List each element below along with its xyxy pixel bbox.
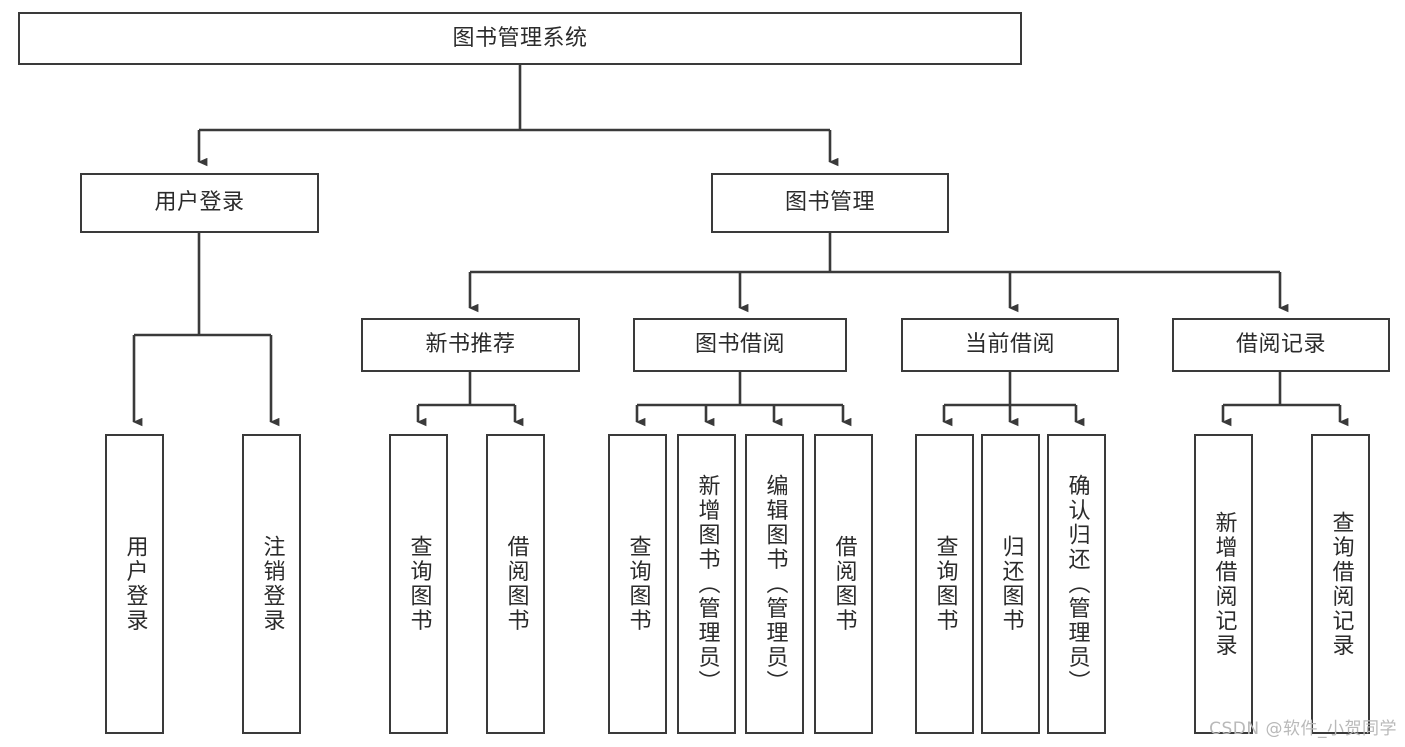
node-label: 用户登录	[154, 190, 245, 216]
leaf-borrow-record-add-record[interactable]: 新增借阅记录	[1194, 434, 1253, 734]
node-user-login[interactable]: 用户登录	[80, 173, 319, 233]
node-label: 借阅图书	[503, 535, 529, 633]
leaf-current-borrow-query-book[interactable]: 查询图书	[915, 434, 974, 734]
node-label: 用户登录	[122, 535, 148, 633]
node-book-borrow[interactable]: 图书借阅	[633, 318, 847, 372]
node-label: 新增图书（管理员）	[694, 473, 720, 695]
csdn-watermark: CSDN @软件_小贺同学	[1209, 719, 1397, 739]
node-label: 查询图书	[625, 535, 651, 633]
leaf-new-book-query-book[interactable]: 查询图书	[389, 434, 448, 734]
leaf-book-borrow-query-book[interactable]: 查询图书	[608, 434, 667, 734]
node-borrow-record[interactable]: 借阅记录	[1172, 318, 1390, 372]
node-root-book-management-system[interactable]: 图书管理系统	[18, 12, 1022, 65]
leaf-book-borrow-borrow-book[interactable]: 借阅图书	[814, 434, 873, 734]
node-label: 图书管理系统	[452, 25, 588, 51]
leaf-borrow-record-query-record[interactable]: 查询借阅记录	[1311, 434, 1370, 734]
leaf-current-borrow-return-book[interactable]: 归还图书	[981, 434, 1040, 734]
leaf-new-book-borrow-book[interactable]: 借阅图书	[486, 434, 545, 734]
node-label: 编辑图书（管理员）	[762, 473, 788, 695]
node-label: 确认归还（管理员）	[1064, 473, 1090, 695]
node-label: 图书管理	[784, 190, 875, 216]
node-label: 查询图书	[932, 535, 958, 633]
node-new-book-recommend[interactable]: 新书推荐	[361, 318, 580, 372]
node-label: 借阅图书	[831, 535, 857, 633]
leaf-current-borrow-confirm-return-admin[interactable]: 确认归还（管理员）	[1047, 434, 1106, 734]
node-label: 借阅记录	[1235, 332, 1326, 358]
node-label: 查询图书	[406, 535, 432, 633]
node-current-borrow[interactable]: 当前借阅	[901, 318, 1119, 372]
leaf-user-login-signout[interactable]: 注销登录	[242, 434, 301, 734]
leaf-book-borrow-edit-book-admin[interactable]: 编辑图书（管理员）	[745, 434, 804, 734]
node-book-management[interactable]: 图书管理	[711, 173, 949, 233]
node-label: 查询借阅记录	[1328, 510, 1354, 658]
leaf-book-borrow-add-book-admin[interactable]: 新增图书（管理员）	[677, 434, 736, 734]
node-label: 图书借阅	[694, 332, 785, 358]
node-label: 注销登录	[259, 535, 285, 633]
node-label: 新书推荐	[425, 332, 516, 358]
node-label: 归还图书	[998, 535, 1024, 633]
node-label: 新增借阅记录	[1211, 510, 1237, 658]
node-label: 当前借阅	[964, 332, 1055, 358]
leaf-user-login-signin[interactable]: 用户登录	[105, 434, 164, 734]
